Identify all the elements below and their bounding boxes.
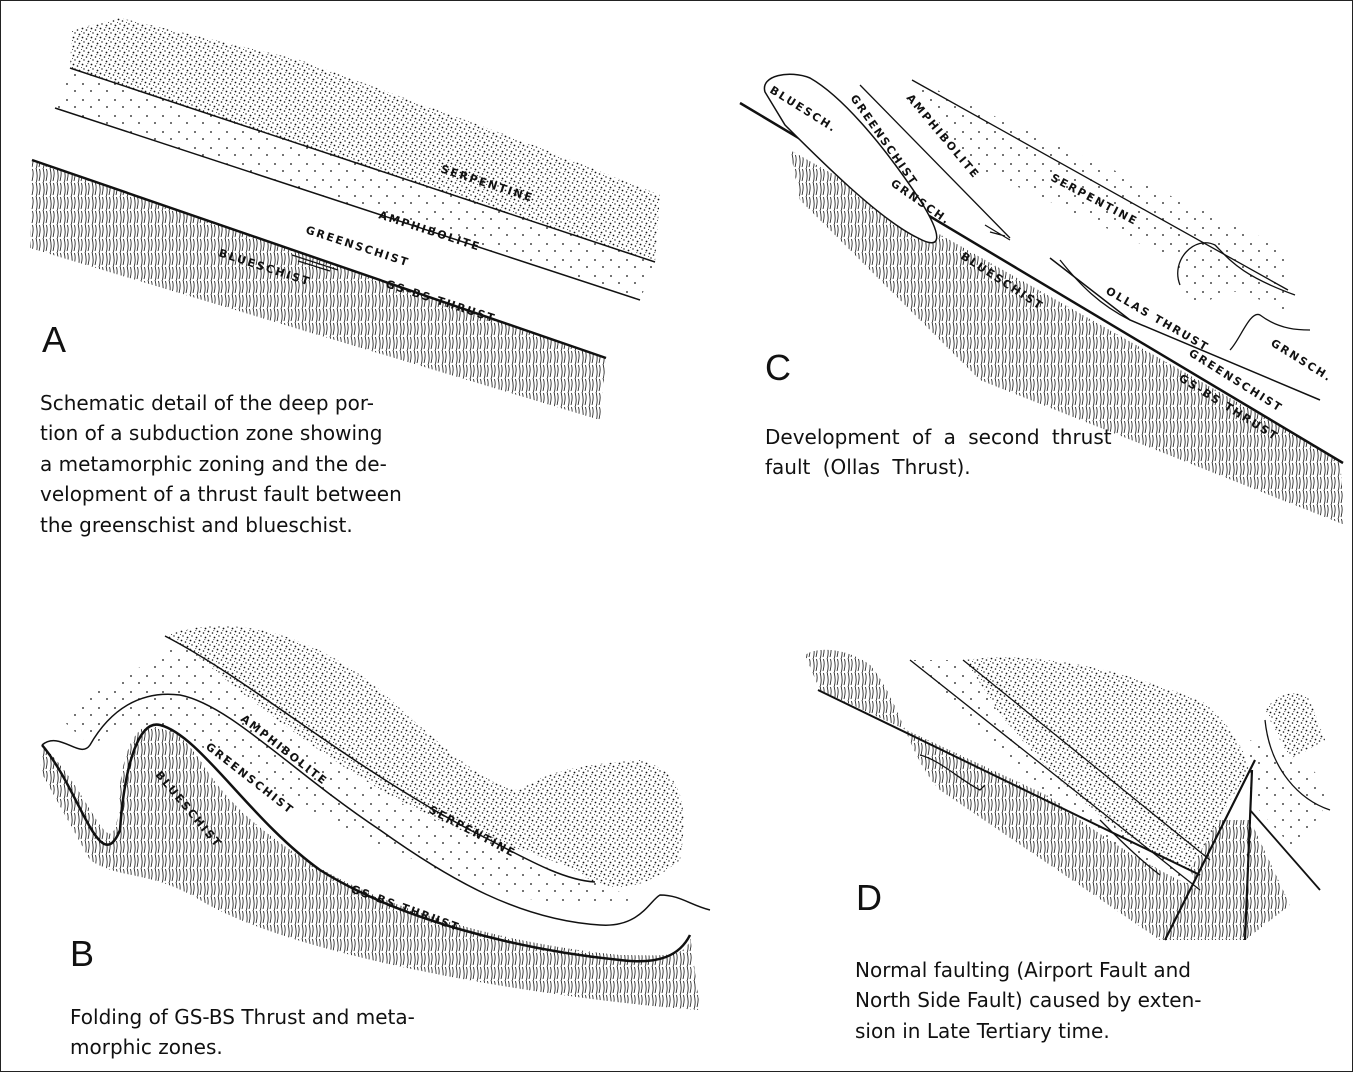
panel-c-caption: Development of a second thrust fault (Ol… xyxy=(765,422,1112,483)
panel-b-caption-line: Folding of GS-BS Thrust and meta- xyxy=(70,1002,415,1032)
panel-b-letter: B xyxy=(70,936,94,972)
panel-a-diagram xyxy=(30,18,660,420)
panel-a-caption-line: tion of a subduction zone showing xyxy=(40,418,402,448)
panel-a-caption-line: Schematic detail of the deep por- xyxy=(40,388,402,418)
panel-d-caption-line: sion in Late Tertiary time. xyxy=(855,1016,1201,1046)
panel-a-caption-line: the greenschist and blueschist. xyxy=(40,510,402,540)
panel-d-caption: Normal faulting (Airport Fault and North… xyxy=(855,955,1201,1046)
panel-d-letter: D xyxy=(856,880,882,916)
panel-b-diagram xyxy=(40,626,710,1010)
panel-b-caption-line: morphic zones. xyxy=(70,1032,415,1062)
panel-c-caption-line: Development of a second thrust xyxy=(765,422,1112,452)
panel-a-letter: A xyxy=(42,322,66,358)
panel-a-caption: Schematic detail of the deep por- tion o… xyxy=(40,388,402,540)
panel-d-diagram xyxy=(805,650,1330,940)
panel-c-label-grnsch-right: GRNSCH. xyxy=(1268,337,1334,385)
panel-c-caption-line: fault (Ollas Thrust). xyxy=(765,452,1112,482)
panel-b-caption: Folding of GS-BS Thrust and meta- morphi… xyxy=(70,1002,415,1063)
panel-c-letter: C xyxy=(765,350,791,386)
panel-d-caption-line: Normal faulting (Airport Fault and xyxy=(855,955,1201,985)
panel-a-caption-line: velopment of a thrust fault between xyxy=(40,479,402,509)
panel-a-caption-line: a metamorphic zoning and the de- xyxy=(40,449,402,479)
panel-d-caption-line: North Side Fault) caused by exten- xyxy=(855,985,1201,1015)
